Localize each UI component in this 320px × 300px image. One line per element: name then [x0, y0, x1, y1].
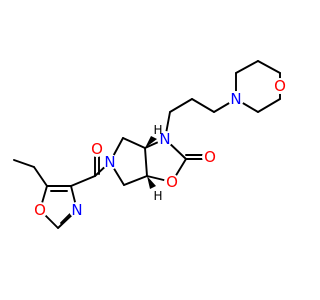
atom-labels: O N N O O N O O N H H	[34, 77, 286, 219]
bond-c6-c7a	[123, 175, 148, 186]
bond-propyl-2	[169, 98, 193, 113]
bond-morph-c2-o	[257, 60, 281, 74]
carbamate-nitrogen-label: N	[159, 130, 170, 148]
atom-label-masks	[32, 78, 288, 218]
stereo-h-bottom-label: H	[153, 189, 162, 203]
morpholine-ring	[235, 60, 281, 113]
bond-c5-ethyl-ch2	[33, 166, 48, 187]
propyl-linker	[164, 98, 237, 140]
carbonyl-oxygen-label: O	[204, 148, 216, 166]
bond-morph-c3-c4	[257, 98, 281, 113]
stereo-h-top-label: H	[153, 123, 162, 137]
stereo-wedge-bottom	[147, 176, 156, 189]
stereo-centers	[145, 136, 157, 189]
bond-morph-c1-c2	[235, 60, 259, 74]
stereo-wedge-top	[145, 136, 157, 148]
oxazole-oxygen-label: O	[34, 201, 46, 219]
morpholine-oxygen-label: O	[274, 77, 286, 95]
molecule-structure: O N N O O N O O N H H	[13, 60, 288, 229]
pyrrolidine-nitrogen-label: N	[104, 153, 115, 171]
ring-oxygen-label: O	[166, 173, 178, 191]
bond-ethyl-ch2-ch3	[13, 159, 35, 168]
ethyl-group	[13, 159, 48, 187]
morpholine-nitrogen-label: N	[230, 90, 241, 108]
bond-c3a-c4	[122, 137, 146, 149]
bond-carbonyl-oxazole-c4	[70, 175, 96, 187]
bond-c3a-c7a	[144, 147, 148, 177]
bond-propyl-1	[191, 98, 215, 113]
oxazole-nitrogen-label: N	[71, 201, 82, 219]
amide-oxygen-label: O	[91, 140, 103, 158]
